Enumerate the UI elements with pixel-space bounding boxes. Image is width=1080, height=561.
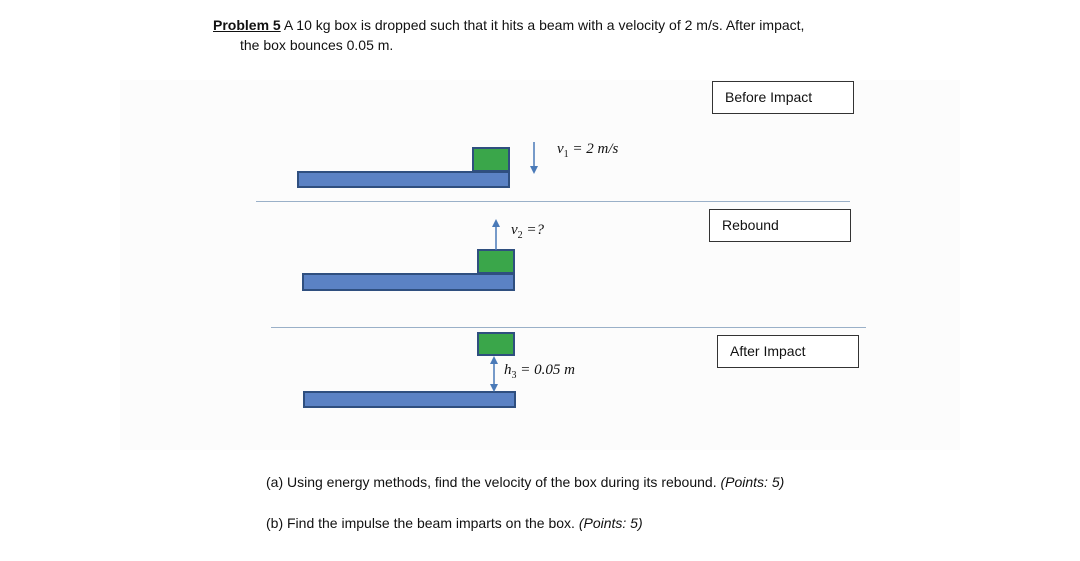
beam-after	[303, 391, 516, 408]
down-arrow-icon	[530, 142, 538, 174]
v2-label: v2 =?	[511, 222, 545, 241]
v1-label: v1 = 2 m/s	[557, 141, 619, 160]
beam-rebound	[302, 273, 515, 291]
after-impact-label: After Impact	[717, 335, 859, 368]
rebound-label: Rebound	[709, 209, 851, 242]
diagram-panel	[120, 80, 960, 450]
question-a-text: (a) Using energy methods, find the veloc…	[266, 474, 717, 490]
question-b-text: (b) Find the impulse the beam imparts on…	[266, 515, 575, 531]
problem-line-1: Problem 5 A 10 kg box is dropped such th…	[213, 15, 913, 35]
problem-text-1: A 10 kg box is dropped such that it hits…	[283, 17, 805, 33]
question-b-points: (Points: 5)	[578, 515, 643, 531]
question-b: (b) Find the impulse the beam imparts on…	[266, 515, 643, 531]
height-arrow-icon	[490, 356, 498, 392]
beam-before	[297, 171, 510, 188]
h3-label: h3 = 0.05 m	[504, 362, 575, 381]
problem-text-2: the box bounces 0.05 m.	[240, 37, 394, 53]
before-impact-label: Before Impact	[712, 81, 854, 114]
divider-1	[256, 201, 850, 202]
question-a: (a) Using energy methods, find the veloc…	[266, 474, 784, 490]
box-before	[472, 147, 510, 172]
box-after	[477, 332, 515, 356]
problem-number: Problem 5	[213, 17, 281, 33]
question-a-points: (Points: 5)	[720, 474, 785, 490]
divider-2	[271, 327, 866, 328]
up-arrow-icon	[492, 219, 500, 250]
problem-statement: Problem 5 A 10 kg box is dropped such th…	[213, 15, 913, 55]
